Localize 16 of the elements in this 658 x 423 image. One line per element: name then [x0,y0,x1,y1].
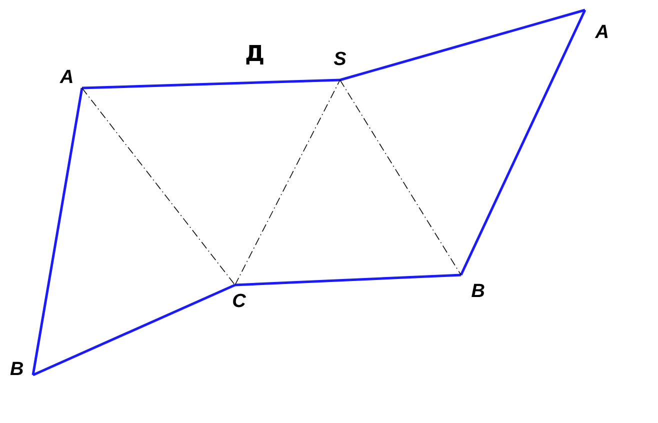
vertex-label: B [461,275,485,301]
vertex-label: B [10,358,33,380]
edge-line [82,78,340,90]
dashed-line [340,80,462,276]
edge-line [32,88,84,376]
edge-line [460,9,586,276]
vertex-label: S [330,50,350,80]
vertex-label: A [585,10,609,42]
vertex-label: A [60,68,82,88]
dashed-line [234,80,340,286]
edge-line [234,274,462,286]
dashed-line [82,88,236,286]
figure-label: Д [245,42,265,67]
edge-line [340,8,586,82]
edge-line [32,284,236,376]
vertex-label: C [228,285,250,311]
